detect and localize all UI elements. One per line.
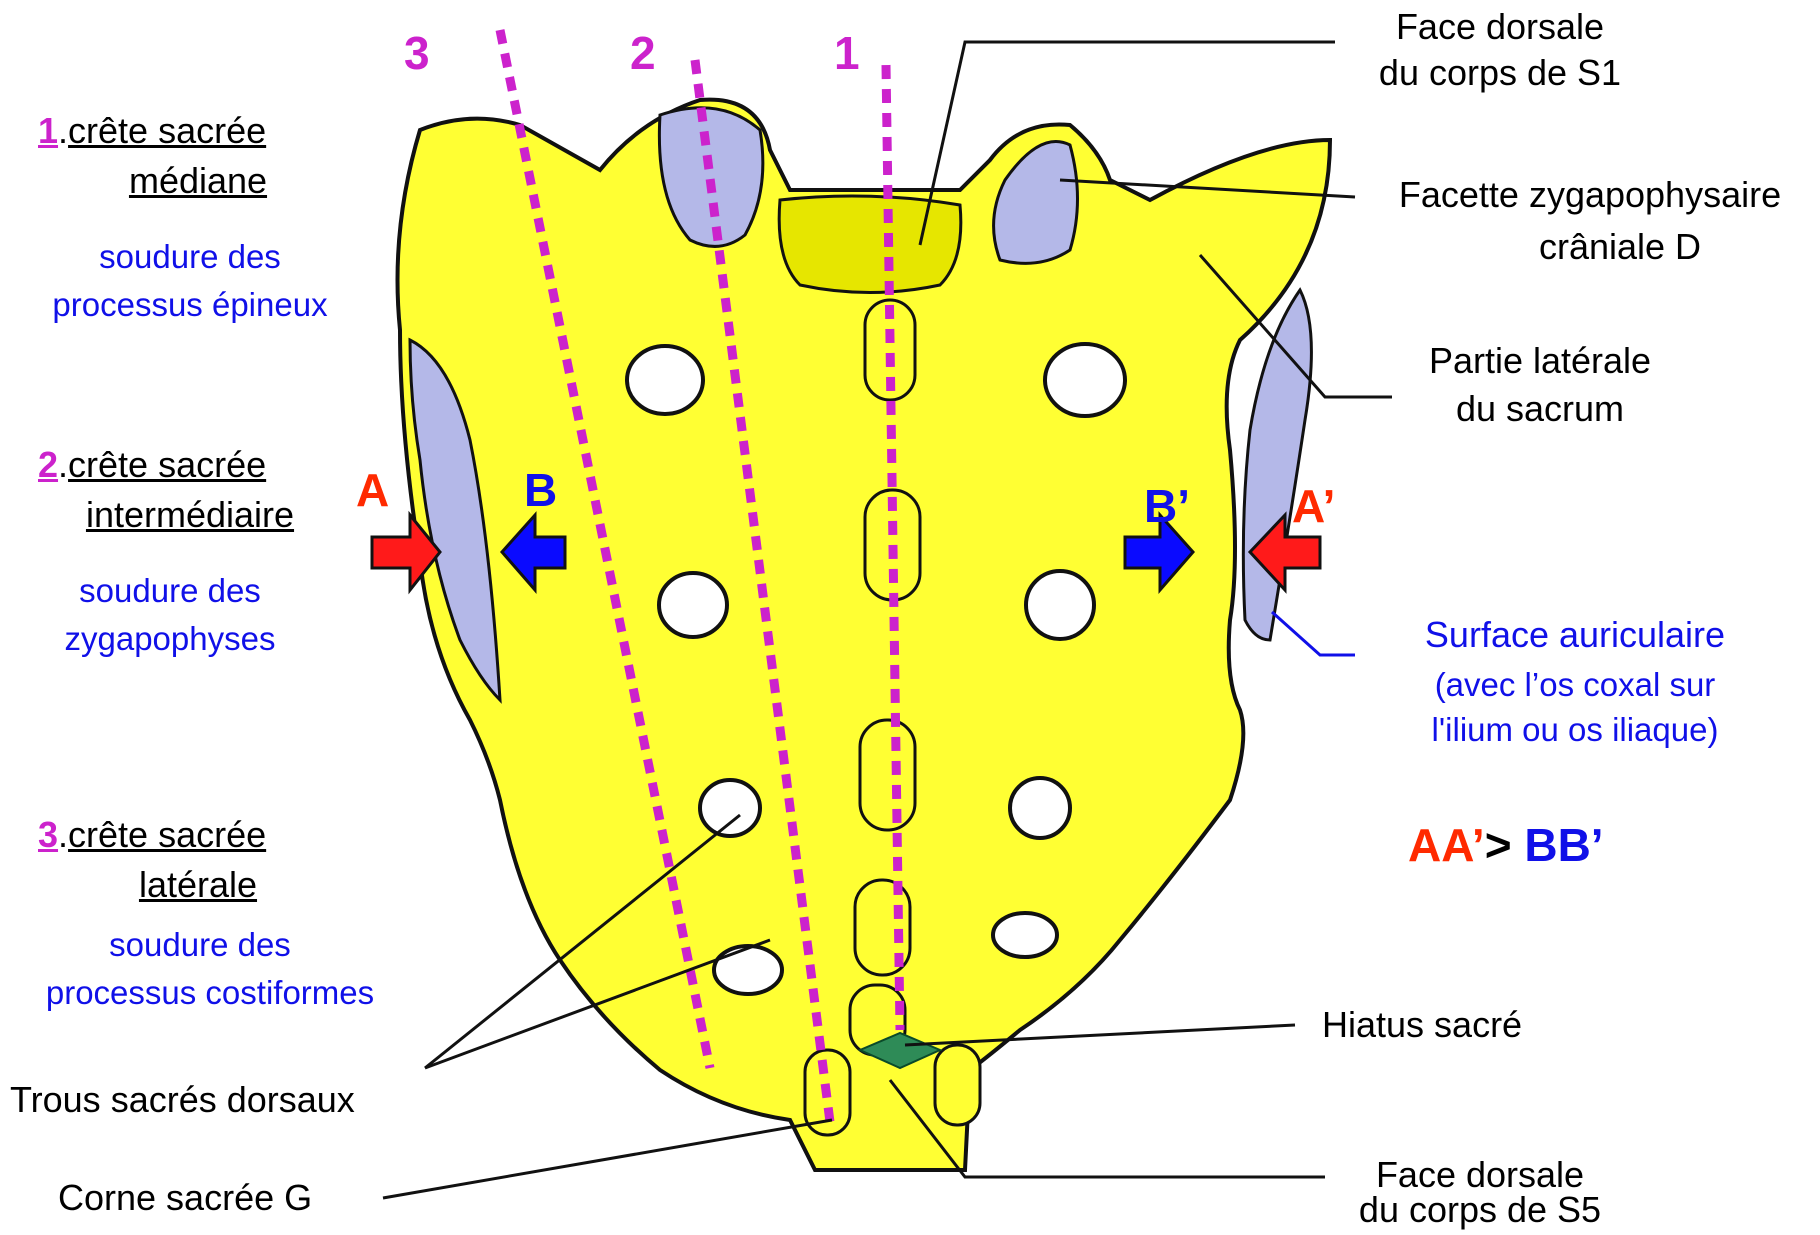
intermediate-crest-note-1: soudure des	[0, 566, 340, 616]
dorsal-sacral-foramen	[1026, 571, 1094, 639]
dorsal-sacral-foramen	[1010, 778, 1070, 838]
auricular-label-1: Surface auriculaire	[1370, 610, 1780, 660]
median-crest-label: 1.crête sacrée	[38, 106, 266, 156]
s1-face-label-1: Face dorsale	[1340, 2, 1660, 52]
median-crest-note-2: processus épineux	[20, 280, 360, 330]
lateral-crest-label: 3.crête sacrée	[38, 810, 266, 860]
dorsal-sacral-foramen	[1045, 344, 1125, 416]
arrow-label-b: B	[524, 465, 557, 515]
hiatus-label: Hiatus sacré	[1322, 1000, 1522, 1050]
median-crest-label-line2: médiane	[38, 156, 358, 206]
dorsal-sacral-foramen	[659, 573, 727, 637]
crest-number-2: 2	[630, 28, 656, 78]
lateral-part-label-2: du sacrum	[1380, 384, 1700, 434]
crest-number-1: 1	[834, 28, 860, 78]
intermediate-crest-label: 2.crête sacrée	[38, 440, 266, 490]
facet-label-2: crâniale D	[1420, 222, 1820, 272]
sacral-horn-label: Corne sacrée G	[58, 1173, 312, 1223]
s5-face-label-2: du corps de S5	[1320, 1185, 1640, 1235]
lateral-crest-note-1: soudure des	[30, 920, 370, 970]
median-crest-segment	[860, 720, 915, 830]
dorsal-sacral-foramen	[993, 913, 1057, 957]
comparison-label: AA’> BB’	[1408, 820, 1604, 870]
intermediate-crest-label-line2: intermédiaire	[30, 490, 350, 540]
dorsal-sacral-foramen	[700, 780, 760, 836]
median-crest-note-1: soudure des	[20, 232, 360, 282]
facet-label-1: Facette zygapophysaire	[1360, 170, 1820, 220]
foramina-label: Trous sacrés dorsaux	[10, 1075, 355, 1125]
s1-dorsal-face	[779, 196, 961, 293]
lateral-crest-label-line2: latérale	[38, 860, 358, 910]
leader-auricular	[1272, 612, 1355, 655]
arrow-label-a: A	[356, 465, 389, 515]
dorsal-sacral-foramen	[627, 346, 703, 414]
arrow-label-b-prime: B’	[1144, 481, 1190, 531]
auricular-label-2: (avec l’os coxal sur	[1370, 660, 1780, 710]
leader-horn	[383, 1120, 832, 1198]
intermediate-crest-note-2: zygapophyses	[0, 614, 340, 664]
lateral-part-label-1: Partie latérale	[1380, 336, 1700, 386]
auricular-label-3: l'ilium ou os iliaque)	[1370, 705, 1780, 755]
right-sacral-horn	[935, 1045, 980, 1125]
dorsal-sacral-foramen	[714, 946, 782, 994]
arrow-label-a-prime: A’	[1292, 481, 1335, 531]
s1-face-label-2: du corps de S1	[1340, 48, 1660, 98]
crest-number-3: 3	[404, 28, 430, 78]
lateral-crest-note-2: processus costiformes	[0, 968, 420, 1018]
